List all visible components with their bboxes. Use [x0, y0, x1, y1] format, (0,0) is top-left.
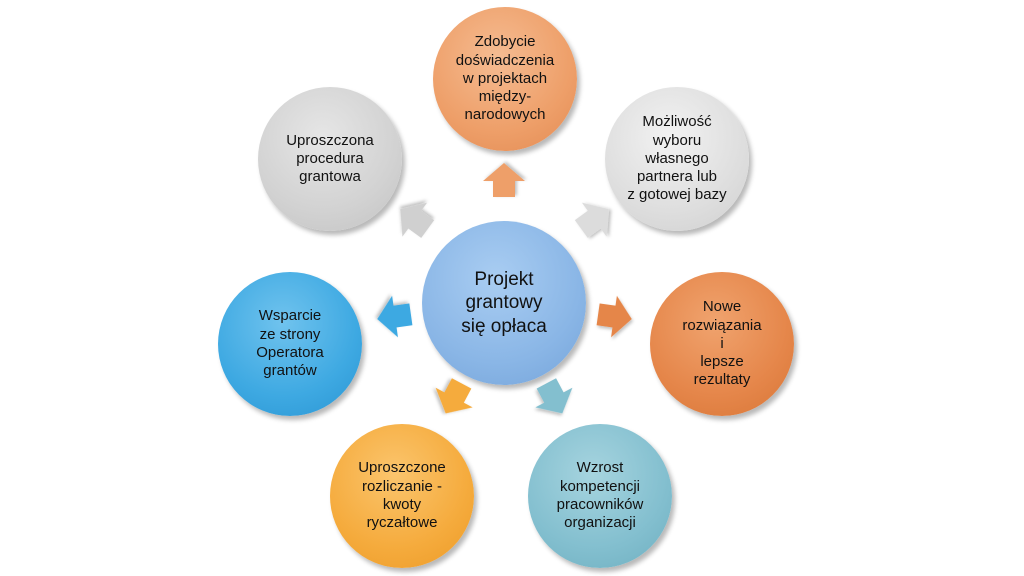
arrow-to-right	[596, 295, 632, 338]
node-left: Wsparcie ze strony Operatora grantów	[218, 272, 362, 416]
arrow-to-top	[483, 163, 525, 197]
node-left-label: Wsparcie ze strony Operatora grantów	[256, 307, 324, 380]
node-upper-right-label: Możliwość wyboru własnego partnera lub z…	[627, 113, 727, 204]
node-upper-left: Uproszczona procedura grantowa	[258, 87, 402, 231]
node-right: Nowe rozwiązania i lepsze rezultaty	[650, 272, 794, 416]
node-top-label: Zdobycie doświadczenia w projektach międ…	[455, 33, 555, 124]
node-top: Zdobycie doświadczenia w projektach międ…	[433, 7, 577, 151]
arrow-to-lower-right	[535, 378, 573, 414]
node-lower-left-label: Uproszczone rozliczanie - kwoty ryczałto…	[358, 459, 446, 532]
arrow-to-upper-right	[574, 202, 609, 238]
arrow-to-lower-left	[435, 378, 473, 414]
node-lower-right-label: Wzrost kompetencji pracowników organizac…	[556, 459, 644, 532]
arrow-to-upper-left	[400, 202, 435, 238]
node-lower-right: Wzrost kompetencji pracowników organizac…	[528, 424, 672, 568]
node-lower-left: Uproszczone rozliczanie - kwoty ryczałto…	[330, 424, 474, 568]
node-right-label: Nowe rozwiązania i lepsze rezultaty	[682, 298, 762, 389]
node-upper-right: Możliwość wyboru własnego partnera lub z…	[605, 87, 749, 231]
node-upper-left-label: Uproszczona procedura grantowa	[286, 131, 374, 186]
arrow-to-left	[377, 295, 413, 338]
center-node-label: Projekt grantowy się opłaca	[461, 269, 547, 337]
center-node: Projekt grantowy się opłaca	[422, 221, 586, 385]
